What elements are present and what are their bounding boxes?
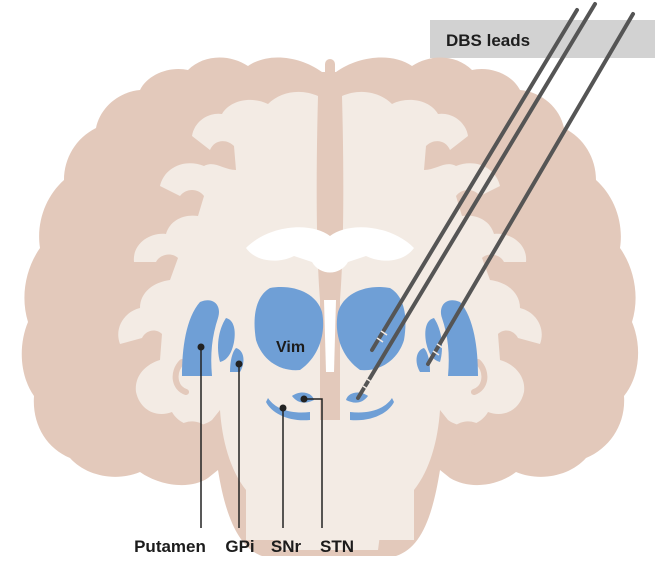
putamen-right [440,300,478,376]
gpi-left-outer [218,318,235,362]
ventricles [246,227,414,372]
gpi-dot [235,360,243,368]
temporal-sulcus-right [448,421,488,457]
white-matter-left [118,91,321,541]
insula-sulcus-left [172,359,189,395]
stn-dot [300,395,308,403]
leader-dots [197,343,308,412]
snr-right [350,398,394,421]
stn-leader [304,398,323,528]
gpi-right [416,348,430,372]
dbs-leads [356,2,635,400]
snr-dot [279,404,287,412]
white-matter [118,59,542,550]
brainstem [270,420,390,550]
putamen-label: Putamen [134,537,206,556]
dbs-leads-label: DBS leads [446,31,530,50]
lateral-ventricles [246,227,414,273]
thalamus-left [254,287,324,371]
leader-lines [200,347,323,528]
lead-contacts [362,330,444,391]
dbs-lead-3 [426,12,635,366]
temporal-sulcus-left [172,421,212,457]
snr-left [266,398,310,421]
stn-label: STN [320,537,354,556]
putamen-left [182,300,220,376]
dbs-lead-1 [370,8,579,352]
dbs-lead-2 [356,2,597,400]
third-ventricle [324,300,336,372]
insula-sulcus-right [471,359,488,395]
putamen-dot [197,343,205,351]
gpi-label: GPi [225,537,254,556]
vim-label: Vim [276,339,305,356]
white-matter-right [340,91,542,541]
snr-label: SNr [271,537,302,556]
